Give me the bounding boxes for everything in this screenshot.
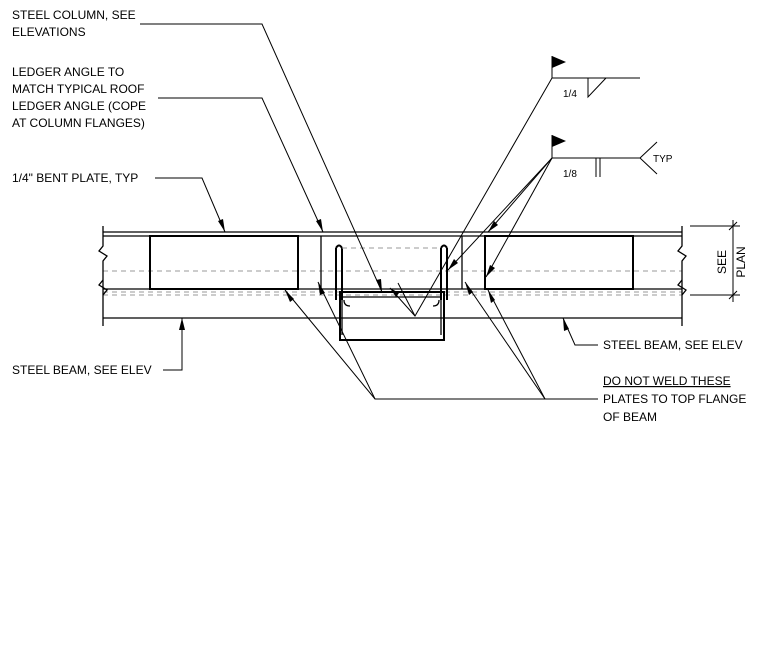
note-steel-beam-left: STEEL BEAM, SEE ELEV: [12, 363, 152, 377]
arrowhead-icon: [318, 282, 325, 295]
leader-steel-beam-right: [562, 317, 598, 346]
break-line-right-lower: [677, 279, 687, 296]
bent-plate-right: [484, 235, 634, 290]
break-line-left-lower: [98, 279, 108, 296]
dim-tick-bottom: [728, 290, 738, 300]
break-line-right: [677, 226, 687, 326]
leader-weld-upper-branch: [397, 282, 416, 317]
field-weld-flag-icon: [552, 56, 566, 68]
note-line: MATCH TYPICAL ROOF: [12, 82, 144, 96]
note-line: STEEL BEAM, SEE ELEV: [603, 338, 743, 352]
note-line: LEDGER ANGLE TO: [12, 65, 124, 79]
arrowhead-icon: [488, 221, 498, 232]
leader-weld-lower-a: [447, 157, 553, 271]
note-line: STEEL BEAM, SEE ELEV: [12, 363, 152, 377]
dim-label-plan: PLAN: [734, 246, 748, 277]
dimension-see-plan: SEE PLAN: [690, 220, 748, 302]
leader-do-not-weld-c: [464, 281, 546, 400]
arrowhead-icon: [218, 219, 225, 232]
leader-ledger-angle: [158, 97, 324, 233]
arrowhead-icon: [563, 318, 569, 331]
leader-weld-lower-c: [485, 157, 553, 278]
leader-weld-upper: [389, 77, 553, 317]
note-line: 1/4" BENT PLATE, TYP: [12, 171, 138, 185]
note-steel-beam-right: STEEL BEAM, SEE ELEV: [603, 338, 743, 352]
field-weld-flag-icon: [552, 135, 566, 147]
arrowhead-icon: [285, 290, 294, 302]
note-line: STEEL COLUMN, SEE: [12, 8, 136, 22]
arrowhead-icon: [486, 265, 495, 277]
steel-column: [335, 244, 448, 341]
arrowhead-icon: [316, 219, 323, 232]
column-inner-fillets: [343, 299, 440, 307]
fillet-weld-symbol-icon: [587, 77, 607, 99]
arrowhead-icon: [465, 282, 473, 295]
leader-weld-lower-b: [487, 157, 553, 233]
note-line: OF BEAM: [603, 410, 657, 424]
leader-steel-beam-left: [163, 318, 183, 371]
bent-plate-left: [149, 235, 299, 290]
leaders: [140, 23, 598, 400]
column-body: [339, 291, 445, 341]
note-line-underlined: DO NOT WELD THESE: [603, 374, 731, 388]
weld-size-upper: 1/4: [563, 89, 577, 100]
dim-tick-top: [728, 221, 738, 231]
arrowhead-icon: [448, 259, 458, 270]
column-flange-left: [335, 244, 343, 300]
note-line: AT COLUMN FLANGES): [12, 116, 145, 130]
weld-tail-text: TYP: [653, 154, 673, 165]
weld-symbol-upper: 1/4: [551, 56, 640, 100]
weld-tail-icon: [639, 141, 658, 175]
note-ledger-angle: LEDGER ANGLE TO MATCH TYPICAL ROOF LEDGE…: [12, 65, 146, 130]
note-bent-plate: 1/4" BENT PLATE, TYP: [12, 171, 138, 185]
note-line: ELEVATIONS: [12, 25, 86, 39]
note-line: PLATES TO TOP FLANGE: [603, 392, 746, 406]
arrowhead-icon: [390, 288, 399, 297]
note-steel-column: STEEL COLUMN, SEE ELEVATIONS: [12, 8, 136, 39]
leader-steel-column: [140, 23, 383, 293]
beam-assembly: [98, 226, 687, 341]
arrowhead-icon: [376, 279, 382, 292]
dim-label-see: SEE: [715, 250, 729, 274]
arrowhead-icon: [488, 290, 495, 303]
weld-symbol-lower: 1/8 TYP: [551, 135, 673, 180]
leader-bent-plate: [155, 177, 226, 233]
weld-size-lower: 1/8: [563, 169, 577, 180]
leader-do-not-weld-b: [317, 281, 376, 400]
leader-do-not-weld-d: [487, 289, 546, 400]
break-line-left: [98, 226, 108, 326]
note-line: LEDGER ANGLE (COPE: [12, 99, 146, 113]
note-do-not-weld: DO NOT WELD THESE PLATES TO TOP FLANGE O…: [603, 374, 746, 424]
arrowhead-icon: [179, 318, 185, 330]
column-flange-right: [440, 244, 448, 300]
